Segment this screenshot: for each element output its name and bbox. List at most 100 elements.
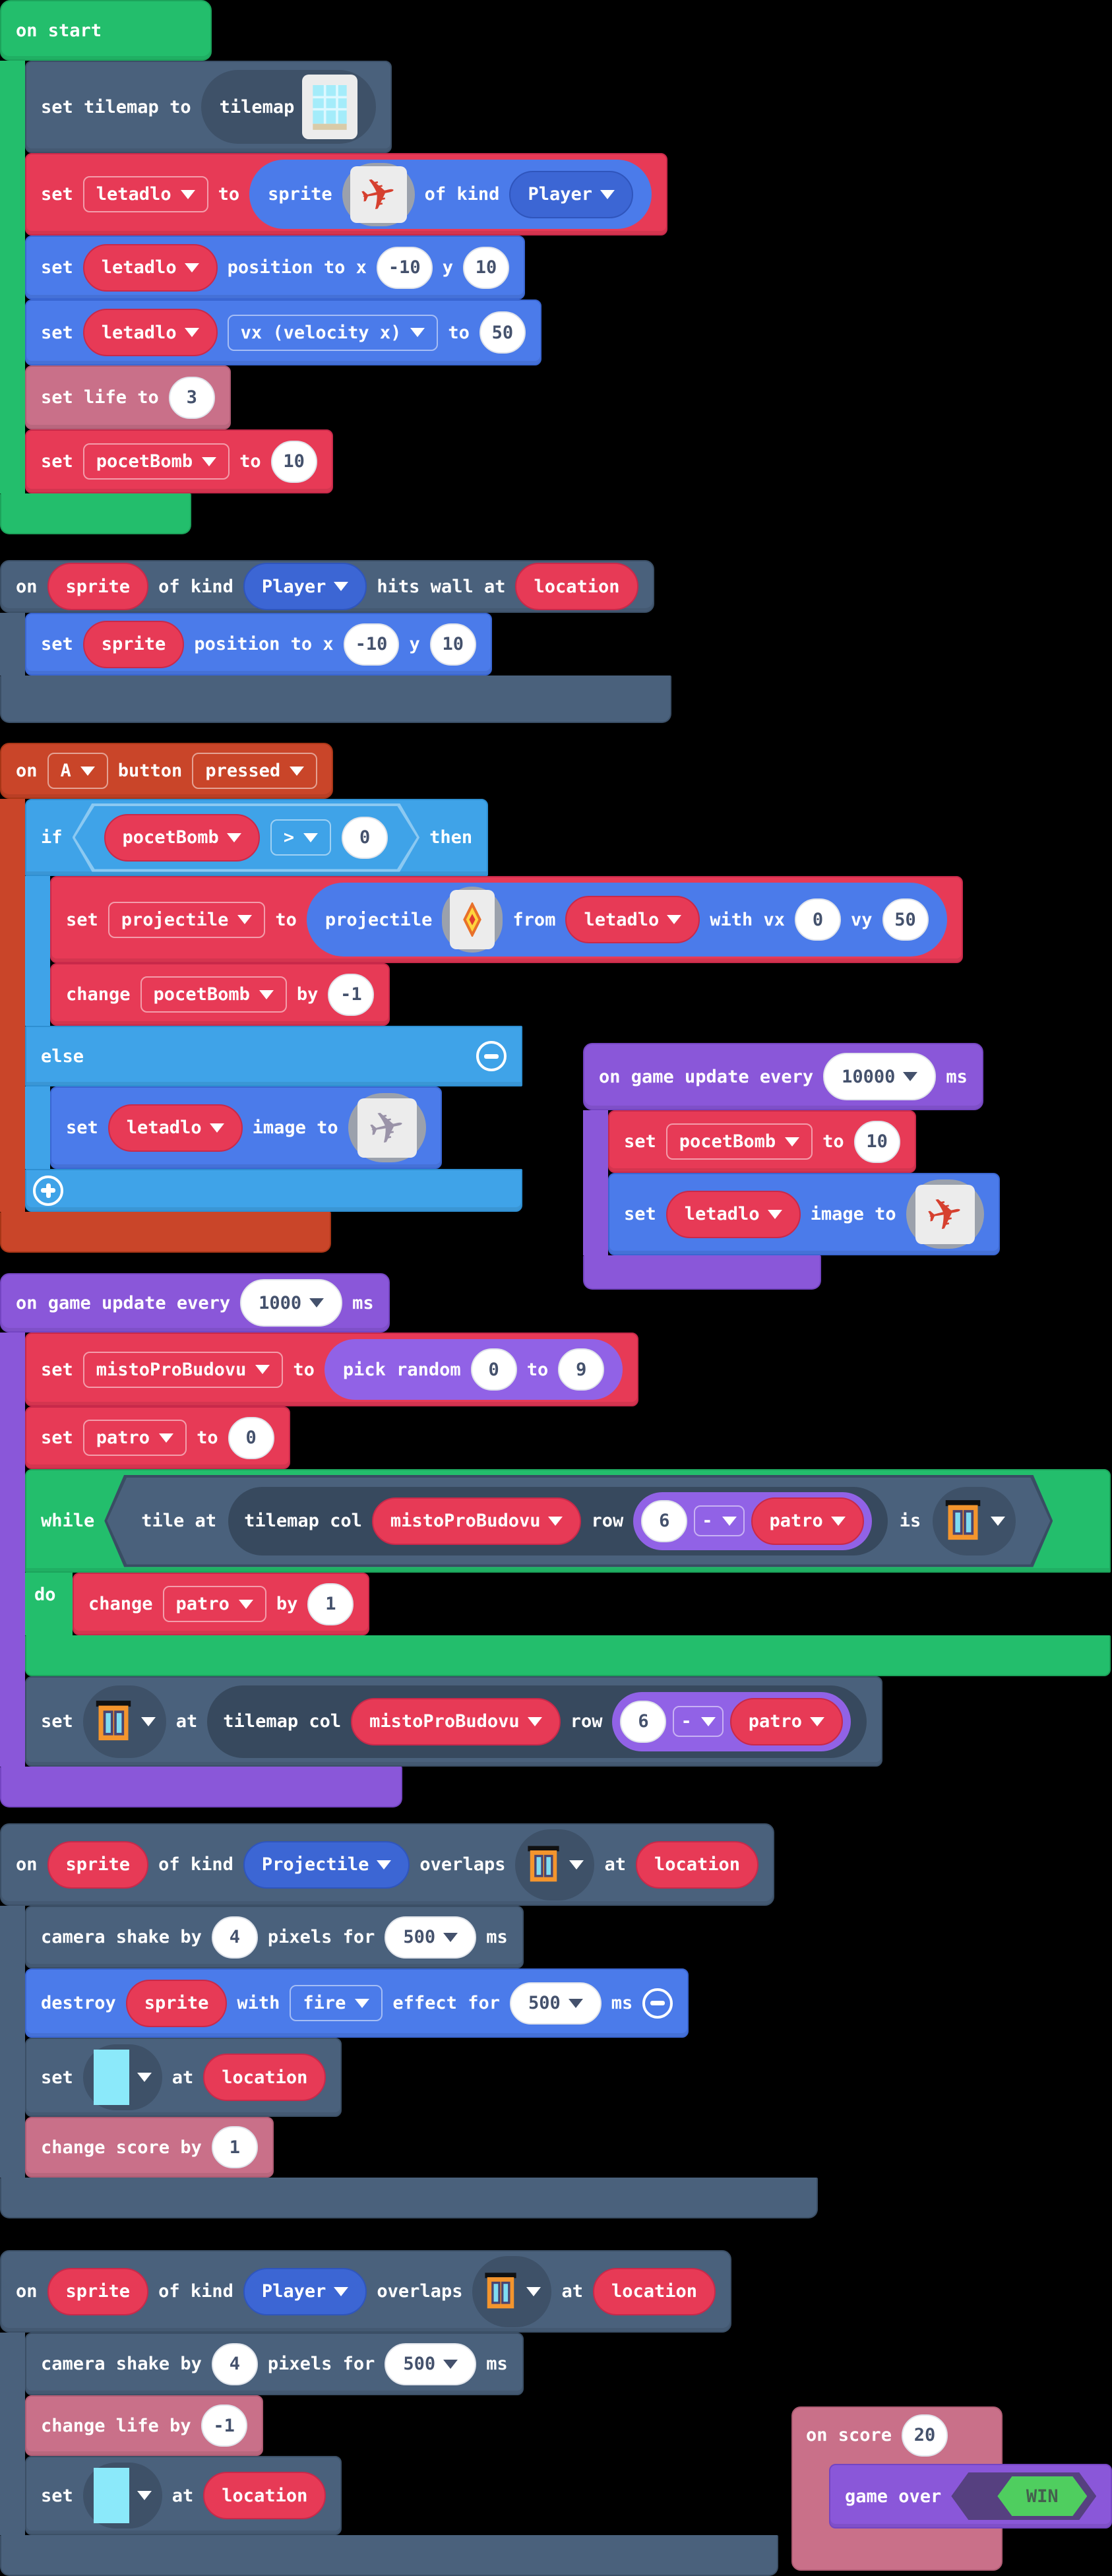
letadlo-variable-pill[interactable]: letadlo (665, 1190, 801, 1238)
score-value-field[interactable]: 1 (211, 2126, 258, 2168)
game-update-1000-block[interactable]: on game update every 1000 ms set mistoPr… (0, 1273, 1111, 1807)
win-flag-block[interactable]: WIN (997, 2476, 1087, 2516)
operator-dropdown[interactable]: - (694, 1505, 744, 1536)
on-start-hat[interactable]: on start (0, 0, 212, 61)
letadlo-variable-pill[interactable]: letadlo (565, 896, 700, 943)
pocetbomb-variable-pill[interactable]: pocetBomb (104, 814, 260, 862)
row-base-field[interactable]: 6 (641, 1500, 687, 1542)
set-tile-at-block[interactable]: set at tilemap col mistoProBudovu row (25, 1676, 883, 1767)
else-bar[interactable]: else (25, 1026, 522, 1086)
game-update-header[interactable]: on game update every 1000 ms (0, 1273, 390, 1333)
patro-variable-dropdown[interactable]: patro (162, 1586, 266, 1622)
projectile-overlap-block[interactable]: on sprite of kind Projectile overlaps at… (0, 1823, 818, 2218)
subtraction-block[interactable]: 6 - patro (633, 1492, 872, 1550)
set-tile-block[interactable]: set at location (25, 2456, 342, 2535)
image-picker[interactable]: ✈ (906, 1179, 984, 1249)
change-life-block[interactable]: change life by -1 (25, 2395, 263, 2456)
tilemap-location-block[interactable]: tilemap col mistoProBudovu row 6 - pat (207, 1685, 867, 1758)
bombs-value-field[interactable]: 10 (270, 440, 317, 483)
camera-shake-block[interactable]: camera shake by 4 pixels for 500 ms (25, 1906, 524, 1968)
game-update-header[interactable]: on game update every 10000 ms (583, 1043, 983, 1110)
life-value-field[interactable]: 3 (168, 376, 215, 419)
change-value-field[interactable]: -1 (328, 973, 375, 1016)
on-score-header[interactable]: on score 20 (791, 2406, 962, 2464)
score-threshold-field[interactable]: 20 (902, 2414, 948, 2457)
tile-picker[interactable] (472, 2255, 552, 2327)
collapse-else-icon[interactable] (476, 1041, 507, 1071)
velocity-value-field[interactable]: 50 (479, 311, 526, 354)
letadlo-variable-pill[interactable]: letadlo (82, 243, 218, 292)
button-dropdown[interactable]: A (47, 753, 108, 789)
patro-value-field[interactable]: 0 (228, 1416, 274, 1459)
random-min-field[interactable]: 0 (470, 1348, 517, 1391)
kind-dropdown[interactable]: Player (243, 563, 367, 610)
projectile-reporter-block[interactable]: projectile from letadlo wi (306, 883, 947, 957)
y-value-field[interactable]: 10 (429, 623, 476, 666)
patro-variable-pill[interactable]: patro (751, 1497, 864, 1545)
collapse-options-icon[interactable] (642, 1988, 673, 2019)
life-value-field[interactable]: -1 (201, 2404, 247, 2447)
set-position-block[interactable]: set letadlo position to x -10 y 10 (25, 236, 525, 299)
random-max-field[interactable]: 9 (558, 1348, 605, 1391)
projectile-variable-dropdown[interactable]: projectile (108, 901, 266, 938)
set-image-block[interactable]: set letadlo image to ✈ (50, 1086, 442, 1169)
change-patro-block[interactable]: change patro by 1 (73, 1573, 370, 1635)
expand-if-icon[interactable] (33, 1175, 63, 1206)
tilemap-location-block[interactable]: tilemap col mistoProBudovu row 6 - (228, 1487, 888, 1555)
vy-value-field[interactable]: 50 (882, 898, 929, 941)
overlap-header[interactable]: on sprite of kind Player overlaps at loc… (0, 2250, 732, 2333)
change-pocetbomb-block[interactable]: change pocetBomb by -1 (50, 963, 390, 1026)
set-image-block[interactable]: set letadlo image to ✈ (608, 1173, 1000, 1255)
tile-picker[interactable] (82, 1685, 166, 1758)
set-patro-block[interactable]: set patro to 0 (25, 1406, 290, 1469)
property-dropdown[interactable]: vx (velocity x) (227, 314, 439, 351)
set-misto-block[interactable]: set mistoProBudovu to pick random 0 to 9 (25, 1333, 639, 1406)
pocetbomb-variable-dropdown[interactable]: pocetBomb (82, 443, 230, 480)
hits-wall-block[interactable]: on sprite of kind Player hits wall at lo… (0, 560, 671, 723)
while-block-header[interactable]: while tile at tilemap col mistoProBudovu… (25, 1469, 1111, 1573)
vx-value-field[interactable]: 0 (795, 898, 842, 941)
kind-dropdown[interactable]: Player (509, 170, 633, 218)
destroy-sprite-block[interactable]: destroy sprite with fire effect for 500 … (25, 1968, 689, 2038)
hits-wall-header[interactable]: on sprite of kind Player hits wall at lo… (0, 560, 654, 613)
sprite-param-pill[interactable]: sprite (47, 563, 149, 610)
tile-picker[interactable] (82, 2044, 162, 2110)
set-tile-block[interactable]: set at location (25, 2038, 342, 2117)
comparison-block[interactable]: pocetBomb > 0 (75, 806, 417, 869)
sprite-param-pill[interactable]: sprite (47, 1840, 149, 1889)
kind-dropdown[interactable]: Player (243, 2267, 367, 2315)
subtraction-block[interactable]: 6 - patro (612, 1691, 851, 1751)
tile-picker[interactable] (515, 1829, 595, 1901)
tile-picker[interactable] (82, 2463, 162, 2529)
row-base-field[interactable]: 6 (620, 1700, 667, 1743)
button-pressed-header[interactable]: on A button pressed (0, 743, 334, 799)
shake-duration-dropdown[interactable]: 500 (385, 2342, 477, 2385)
set-tilemap-block[interactable]: set tilemap to tilemap (25, 61, 392, 153)
interval-dropdown[interactable]: 10000 (823, 1053, 937, 1100)
kind-dropdown[interactable]: Projectile (243, 1840, 410, 1889)
change-value-field[interactable]: 1 (307, 1583, 354, 1625)
interval-dropdown[interactable]: 1000 (240, 1279, 343, 1327)
set-velocity-block[interactable]: set letadlo vx (velocity x) to 50 (25, 299, 541, 365)
y-value-field[interactable]: 10 (462, 246, 509, 289)
compare-value-field[interactable]: 0 (342, 817, 388, 859)
location-param-pill[interactable]: location (635, 1840, 759, 1889)
location-param-pill[interactable]: location (203, 2472, 326, 2519)
effect-duration-dropdown[interactable]: 500 (509, 1982, 602, 2025)
sprite-image-picker[interactable]: ✈ (342, 162, 415, 226)
game-over-block[interactable]: game over WIN (829, 2464, 1112, 2529)
set-projectile-block[interactable]: set projectile to projectile (50, 876, 963, 963)
shake-duration-dropdown[interactable]: 500 (385, 1916, 477, 1959)
set-position-block[interactable]: set sprite position to x -10 y 10 (25, 613, 492, 675)
pick-random-block[interactable]: pick random 0 to 9 (324, 1339, 623, 1400)
location-param-pill[interactable]: location (592, 2267, 716, 2315)
if-block-header[interactable]: if pocetBomb > 0 then (25, 799, 489, 876)
effect-dropdown[interactable]: fire (290, 1985, 383, 2021)
sprite-reporter-block[interactable]: sprite ✈ of kind Player (249, 160, 652, 229)
game-update-10000-block[interactable]: on game update every 10000 ms set pocetB… (583, 1043, 1000, 1290)
letadlo-variable-dropdown[interactable]: letadlo (82, 176, 208, 212)
operator-dropdown[interactable]: > (270, 819, 331, 856)
on-start-block[interactable]: on start set tilemap to tilemap set leta… (0, 0, 667, 534)
shake-pixels-field[interactable]: 4 (211, 1916, 258, 1959)
misto-variable-dropdown[interactable]: mistoProBudovu (82, 1351, 284, 1388)
